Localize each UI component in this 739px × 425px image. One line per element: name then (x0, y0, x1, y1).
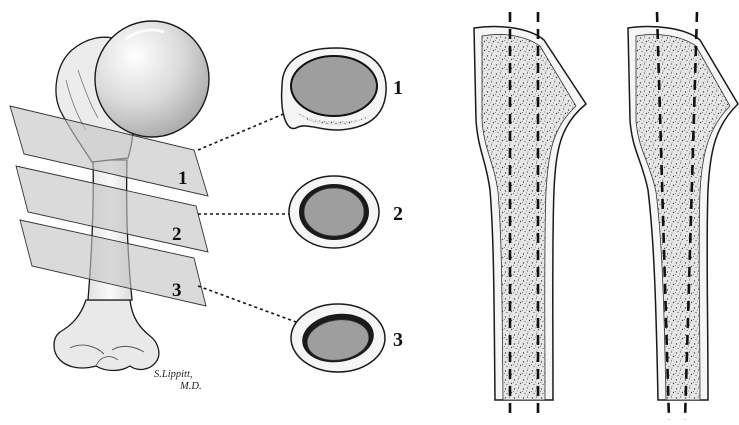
cross-section-2: 2 (289, 176, 403, 248)
cross-section-1: 1 (282, 48, 403, 130)
plane-label-3: 3 (172, 280, 182, 301)
plane-label-2: 2 (172, 224, 182, 245)
leader-line-1 (198, 110, 293, 150)
section-label-3: 3 (393, 329, 403, 351)
signature-line-2: M.D. (179, 381, 202, 392)
section-label-1: 1 (393, 77, 403, 99)
longitudinal-section-b (628, 12, 738, 420)
artist-signature: S.Lippitt, M.D. (154, 369, 202, 392)
humeral-head (95, 21, 209, 137)
leader-line-3 (198, 286, 296, 322)
section-label-2: 2 (393, 203, 403, 225)
cross-section-3: 3 (291, 304, 403, 372)
signature-line-1: S.Lippitt, (154, 369, 193, 380)
longitudinal-section-a (474, 12, 586, 420)
leader-lines (198, 110, 296, 322)
plane-label-1: 1 (178, 168, 188, 189)
cutting-planes: 1 2 3 (10, 106, 208, 306)
distal-condyle (54, 300, 159, 371)
